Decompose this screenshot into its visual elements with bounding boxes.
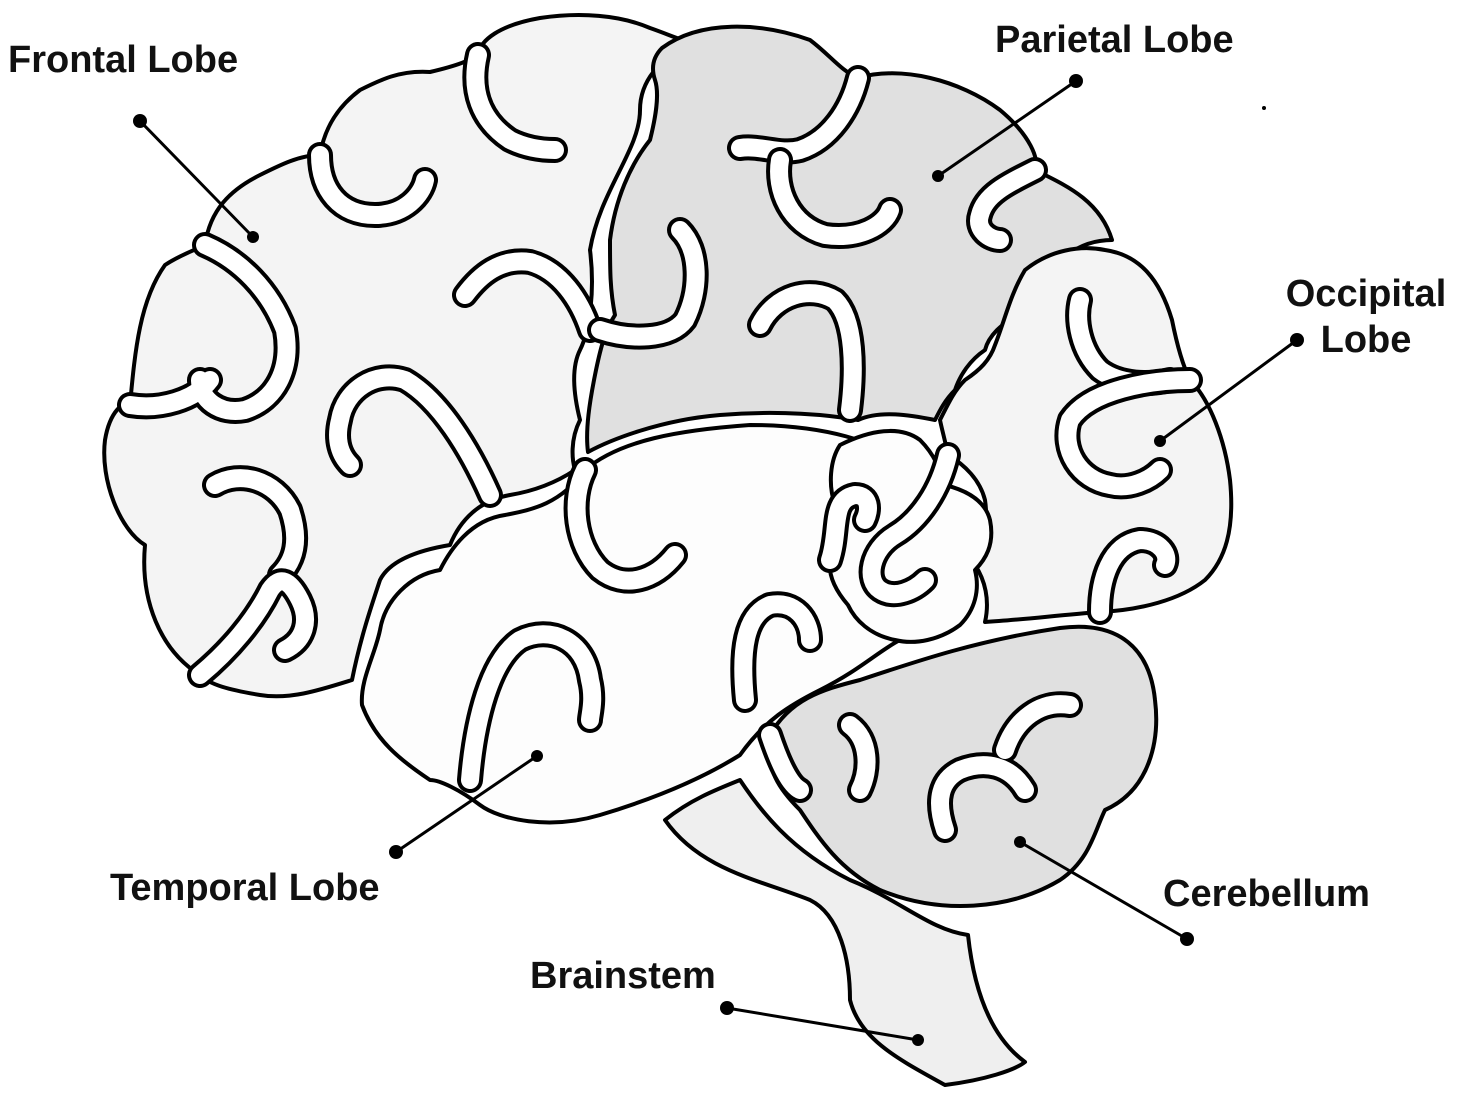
frontal-target-dot [247,231,259,243]
brainstem-marker-dot [720,1001,734,1015]
temporal-target-dot [531,750,543,762]
parietal-target-dot [932,170,944,182]
occipital-label-line1: Occipital [1280,272,1452,318]
cerebellum-target-dot [1014,836,1026,848]
temporal-lobe-label: Temporal Lobe [110,866,380,912]
frontal-leader [133,114,259,243]
frontal-marker-dot [133,114,147,128]
stray-dot [1262,106,1266,110]
brainstem-target-dot [912,1034,924,1046]
temporal-marker-dot [389,845,403,859]
occipital-target-dot [1154,435,1166,447]
cerebellum-label: Cerebellum [1163,872,1370,918]
occipital-lobe-label: Occipital Lobe [1280,272,1452,363]
frontal-lobe-label: Frontal Lobe [8,38,238,84]
parietal-marker-dot [1069,74,1083,88]
cerebellum-marker-dot [1180,932,1194,946]
occipital-label-line2: Lobe [1280,318,1452,364]
brainstem-label: Brainstem [530,954,716,1000]
parietal-lobe-label: Parietal Lobe [995,18,1234,64]
